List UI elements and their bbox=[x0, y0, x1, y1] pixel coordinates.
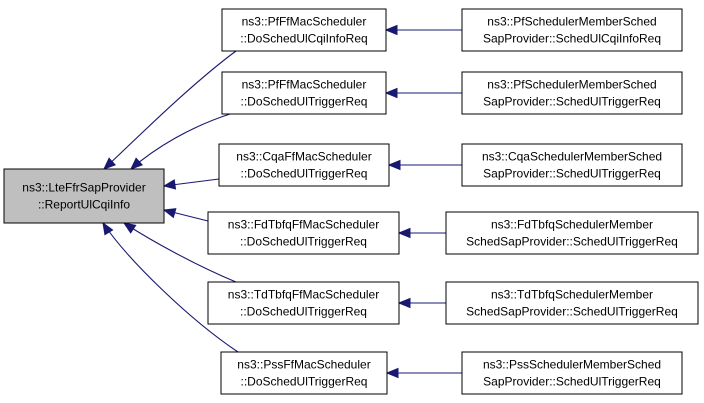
node-label-line: SchedSapProvider::SchedUlTriggerReq bbox=[466, 305, 678, 319]
node-label-line: ns3::TdTbfqSchedulerMember bbox=[491, 288, 653, 302]
node-r2[interactable]: ns3::PfSchedulerMemberSchedSapProvider::… bbox=[461, 71, 683, 115]
node-label-line: ns3::CqaSchedulerMemberSched bbox=[482, 150, 662, 164]
node-label-line: ns3::LteFfrSapProvider bbox=[22, 181, 145, 195]
node-box bbox=[445, 211, 699, 255]
node-label-line: ns3::PssFfMacScheduler bbox=[237, 358, 370, 372]
node-label-line: SapProvider::SchedUlTriggerReq bbox=[483, 95, 661, 109]
arrowhead-icon bbox=[162, 179, 177, 190]
node-label-line: ns3::PfFfMacScheduler bbox=[242, 15, 367, 29]
edge-m1-root bbox=[103, 50, 237, 170]
node-label-line: ns3::PfSchedulerMemberSched bbox=[487, 78, 656, 92]
edge-r1-m1 bbox=[384, 24, 462, 36]
arrowhead-icon bbox=[385, 367, 399, 379]
edge-line bbox=[130, 113, 231, 170]
node-box bbox=[461, 351, 683, 395]
node-label-line: ns3::CqaFfMacScheduler bbox=[236, 150, 371, 164]
node-box bbox=[461, 8, 683, 52]
node-label-line: ns3::PfFfMacScheduler bbox=[242, 78, 367, 92]
arrowhead-icon bbox=[387, 159, 401, 171]
node-label-line: SapProvider::SchedUlTriggerReq bbox=[483, 375, 661, 389]
node-m3[interactable]: ns3::CqaFfMacScheduler::DoSchedUlTrigger… bbox=[218, 143, 390, 187]
node-label-line: ns3::PfSchedulerMemberSched bbox=[487, 15, 656, 29]
node-r6[interactable]: ns3::PssSchedulerMemberSchedSapProvider:… bbox=[461, 351, 683, 395]
node-label-line: SapProvider::SchedUlCqiInfoReq bbox=[483, 32, 661, 46]
node-box bbox=[445, 281, 699, 325]
node-box bbox=[461, 143, 683, 187]
nodes-layer: ns3::LteFfrSapProvider::ReportUlCqiInfon… bbox=[3, 8, 699, 395]
node-r1[interactable]: ns3::PfSchedulerMemberSchedSapProvider::… bbox=[461, 8, 683, 52]
arrowhead-icon bbox=[397, 227, 411, 239]
node-box bbox=[218, 143, 390, 187]
arrowhead-icon bbox=[122, 222, 137, 234]
node-label-line: ns3::FdTbfqSchedulerMember bbox=[491, 218, 653, 232]
node-r4[interactable]: ns3::FdTbfqSchedulerMemberSchedSapProvid… bbox=[445, 211, 699, 255]
edge-line bbox=[103, 50, 237, 170]
node-box bbox=[221, 8, 387, 52]
node-label-line: ns3::TdTbfqFfMacScheduler bbox=[228, 288, 379, 302]
arrowhead-icon bbox=[397, 297, 411, 309]
arrowhead-icon bbox=[130, 157, 144, 170]
node-label-line: SapProvider::SchedUlTriggerReq bbox=[483, 167, 661, 181]
node-label-line: ::DoSchedUlTriggerReq bbox=[241, 167, 368, 181]
edge-line bbox=[102, 222, 239, 353]
node-box bbox=[221, 71, 387, 115]
arrowhead-icon bbox=[162, 208, 177, 219]
arrowhead-icon bbox=[103, 157, 117, 170]
node-m5[interactable]: ns3::TdTbfqFfMacScheduler::DoSchedUlTrig… bbox=[207, 281, 400, 325]
node-m2[interactable]: ns3::PfFfMacScheduler::DoSchedUlTriggerR… bbox=[221, 71, 387, 115]
node-label-line: ::ReportUlCqiInfo bbox=[38, 198, 130, 212]
edge-m2-root bbox=[130, 113, 231, 170]
node-box bbox=[207, 211, 400, 255]
edge-m3-root bbox=[162, 178, 220, 190]
node-box bbox=[220, 351, 388, 395]
arrowhead-icon bbox=[102, 221, 114, 236]
node-box bbox=[3, 168, 165, 224]
node-m1[interactable]: ns3::PfFfMacScheduler::DoSchedUlCqiInfoR… bbox=[221, 8, 387, 52]
edge-r3-m3 bbox=[387, 159, 462, 171]
node-r5[interactable]: ns3::TdTbfqSchedulerMemberSchedSapProvid… bbox=[445, 281, 699, 325]
edge-r6-m6 bbox=[385, 367, 462, 379]
node-box bbox=[207, 281, 400, 325]
node-label-line: ::DoSchedUlTriggerReq bbox=[241, 375, 368, 389]
edge-r2-m2 bbox=[384, 87, 462, 99]
node-box bbox=[461, 71, 683, 115]
node-m6[interactable]: ns3::PssFfMacScheduler::DoSchedUlTrigger… bbox=[220, 351, 388, 395]
node-label-line: ns3::PssSchedulerMemberSched bbox=[483, 358, 661, 372]
node-label-line: SchedSapProvider::SchedUlTriggerReq bbox=[466, 235, 678, 249]
node-label-line: ::DoSchedUlTriggerReq bbox=[240, 235, 367, 249]
node-label-line: ns3::FdTbfqFfMacScheduler bbox=[228, 218, 379, 232]
edge-m6-root bbox=[102, 221, 239, 353]
edge-m5-root bbox=[122, 222, 237, 283]
node-m4[interactable]: ns3::FdTbfqFfMacScheduler::DoSchedUlTrig… bbox=[207, 211, 400, 255]
node-r3[interactable]: ns3::CqaSchedulerMemberSchedSapProvider:… bbox=[461, 143, 683, 187]
edge-r4-m4 bbox=[397, 227, 446, 239]
edge-m4-root bbox=[162, 208, 209, 222]
node-label-line: ::DoSchedUlTriggerReq bbox=[241, 95, 368, 109]
node-root-report-ul-cqi-info[interactable]: ns3::LteFfrSapProvider::ReportUlCqiInfo bbox=[3, 168, 165, 224]
arrowhead-icon bbox=[384, 24, 398, 36]
node-label-line: ::DoSchedUlTriggerReq bbox=[240, 305, 367, 319]
edges-layer bbox=[102, 24, 462, 379]
edge-r5-m5 bbox=[397, 297, 446, 309]
arrowhead-icon bbox=[384, 87, 398, 99]
node-label-line: ::DoSchedUlCqiInfoReq bbox=[240, 32, 367, 46]
